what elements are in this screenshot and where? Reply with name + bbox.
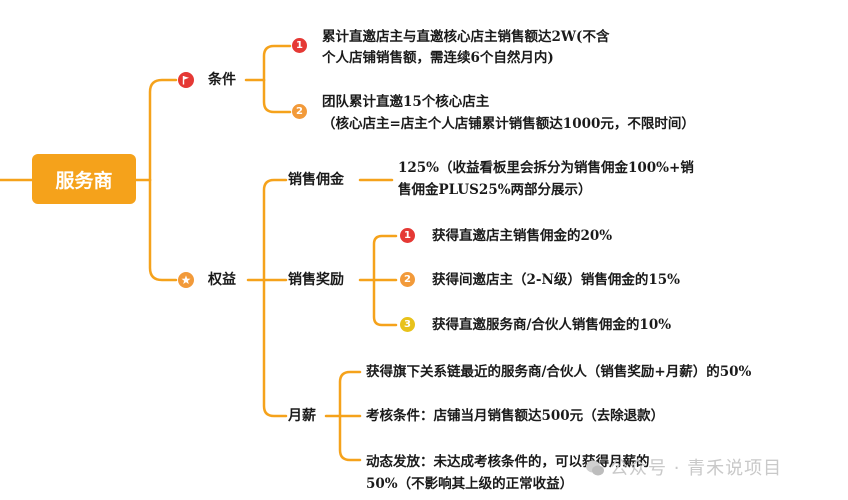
commission-label[interactable]: 销售佣金 <box>288 172 344 188</box>
flag-icon <box>178 72 194 88</box>
condition-2-line1: 团队累计直邀15个核心店主 <box>322 94 490 110</box>
root-label: 服务商 <box>55 169 113 192</box>
reward-badge-1: 1 <box>400 228 415 243</box>
commission-line2: 售佣金PLUS25%两部分展示） <box>398 182 592 198</box>
salary-item-3-line1: 动态发放：未达成考核条件的，可以获得月薪的 <box>366 454 650 470</box>
star-icon <box>178 272 194 288</box>
reward-label[interactable]: 销售奖励 <box>288 272 344 288</box>
condition-badge-2: 2 <box>292 104 307 119</box>
reward-badge-2: 2 <box>400 272 415 287</box>
salary-label[interactable]: 月薪 <box>288 408 316 424</box>
commission-line1: 125%（收益看板里会拆分为销售佣金100%+销 <box>398 160 694 176</box>
condition-2-line2: （核心店主=店主个人店铺累计销售额达1000元，不限时间） <box>322 116 695 132</box>
salary-item-1: 获得旗下关系链最近的服务商/合伙人（销售奖励+月薪）的50% <box>366 364 752 380</box>
salary-item-3-line2: 50%（不影响其上级的正常收益） <box>366 476 574 492</box>
branch-conditions-label[interactable]: 条件 <box>208 72 236 88</box>
reward-item-2: 获得间邀店主（2-N级）销售佣金的15% <box>432 272 680 288</box>
root-node[interactable]: 服务商 <box>32 154 136 204</box>
reward-badge-3: 3 <box>400 317 415 332</box>
reward-item-3: 获得直邀服务商/合伙人销售佣金的10% <box>432 317 672 333</box>
branch-benefits-label[interactable]: 权益 <box>208 272 236 288</box>
condition-1-line1: 累计直邀店主与直邀核心店主销售额达2W(不含 <box>322 29 610 45</box>
condition-1-line2: 个人店铺销售额，需连续6个自然月内) <box>322 50 554 66</box>
condition-badge-1: 1 <box>292 38 307 53</box>
wechat-icon <box>586 460 604 476</box>
salary-item-2: 考核条件：店铺当月销售额达500元（去除退款） <box>366 408 665 424</box>
watermark-text: 公众号 · 青禾说项目 <box>610 458 783 479</box>
reward-item-1: 获得直邀店主销售佣金的20% <box>432 228 613 244</box>
